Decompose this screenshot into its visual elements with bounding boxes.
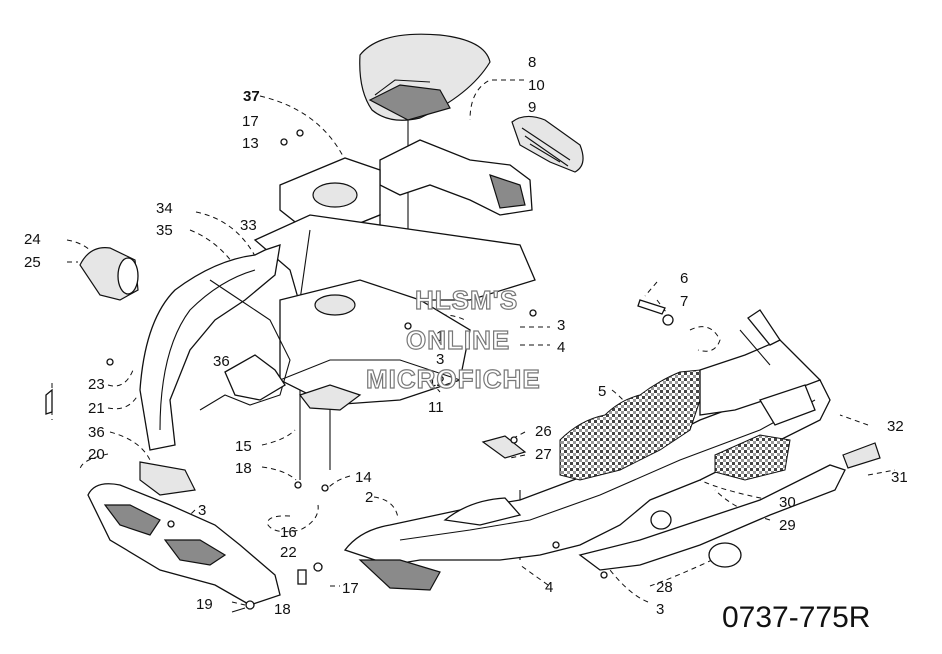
callout-36-upper: 36 <box>213 353 230 370</box>
part-33-tray <box>253 214 536 306</box>
callout-14: 14 <box>355 469 372 486</box>
part-34-side-panel <box>139 244 291 451</box>
callout-30: 30 <box>779 494 796 511</box>
callout-3-center: 3 <box>436 351 444 368</box>
callout-13: 13 <box>242 135 259 152</box>
callout-22: 22 <box>280 544 297 561</box>
part-29-grill-insert <box>759 384 816 426</box>
part-36-bracket <box>224 354 286 401</box>
part-24-headlight-housing <box>79 247 139 301</box>
callout-12: 12 <box>428 373 445 390</box>
part-26-plate <box>481 435 527 459</box>
callout-26: 26 <box>535 423 552 440</box>
part-8-seat-pan <box>359 33 491 121</box>
callout-37: 37 <box>243 88 260 105</box>
callout-2: 2 <box>365 489 373 506</box>
callout-32: 32 <box>887 418 904 435</box>
callout-29: 29 <box>779 517 796 534</box>
callout-3-right: 3 <box>557 317 565 334</box>
callout-17-bottom: 17 <box>342 580 359 597</box>
part-10-air-intake <box>379 139 533 216</box>
callout-20: 20 <box>88 446 105 463</box>
watermark: HLSM'S ONLINE MICROFICHE <box>365 284 541 394</box>
callout-11: 11 <box>428 399 444 416</box>
callout-1: 1 <box>436 328 444 345</box>
watermark-line-2: ONLINE <box>406 325 510 355</box>
callout-7: 7 <box>680 293 688 310</box>
callout-15: 15 <box>235 438 252 455</box>
part-9-vent-grill <box>511 115 584 173</box>
callout-9: 9 <box>528 99 536 116</box>
callout-36-lower: 36 <box>88 424 105 441</box>
part-36-deflector <box>139 461 196 496</box>
hardware <box>45 129 674 613</box>
callout-6: 6 <box>680 270 688 287</box>
part-2-nose-pan <box>343 379 846 591</box>
callout-27: 27 <box>535 446 552 463</box>
callout-21: 21 <box>88 400 105 417</box>
callout-18-bottom: 18 <box>274 601 291 618</box>
part-right-rail <box>699 309 822 416</box>
callout-24: 24 <box>24 231 41 248</box>
callout-34: 34 <box>156 200 173 217</box>
callout-35: 35 <box>156 222 173 239</box>
watermark-line-3: MICROFICHE <box>366 364 541 394</box>
callout-17-top: 17 <box>242 113 259 130</box>
callout-labels: 37 17 13 8 10 9 34 33 35 24 25 36 23 21 … <box>24 54 908 618</box>
part-1-chassis-block <box>279 279 471 411</box>
callout-3-bottom: 3 <box>656 601 664 618</box>
diagram-number: 0737-775R <box>722 601 870 634</box>
part-20-front-bumper <box>87 483 281 606</box>
watermark-line-1: HLSM'S <box>415 285 518 315</box>
callout-25: 25 <box>24 254 41 271</box>
callout-3-left: 3 <box>198 502 206 519</box>
callout-10: 10 <box>528 77 545 94</box>
callout-18-mid: 18 <box>235 460 252 477</box>
callout-31: 31 <box>891 469 908 486</box>
callout-28: 28 <box>656 579 673 596</box>
callout-16: 16 <box>280 524 297 541</box>
part-28-lens <box>650 510 742 568</box>
callout-5: 5 <box>598 383 606 400</box>
part-32-decal <box>842 442 881 469</box>
callout-4-lower: 4 <box>545 579 553 596</box>
callout-8: 8 <box>528 54 536 71</box>
callout-19: 19 <box>196 596 213 613</box>
part-30-lower-grill <box>714 434 791 481</box>
callout-23: 23 <box>88 376 105 393</box>
callout-33: 33 <box>240 217 257 234</box>
callout-4-upper: 4 <box>557 339 565 356</box>
